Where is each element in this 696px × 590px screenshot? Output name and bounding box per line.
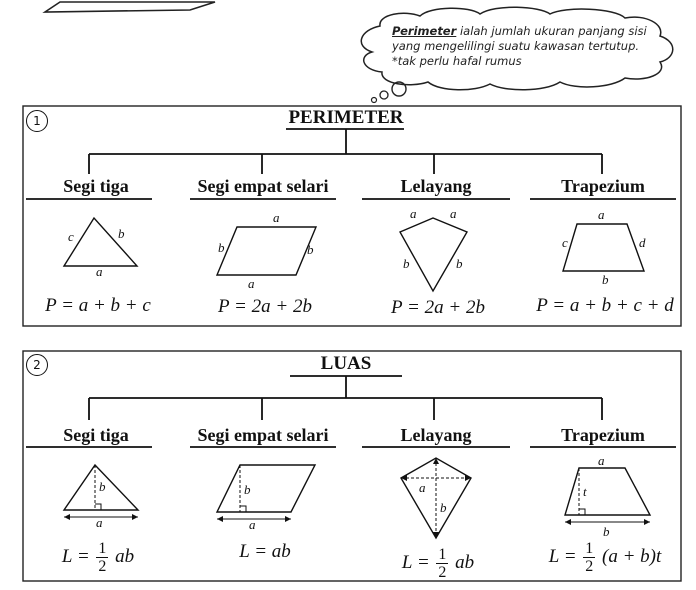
perimeter-parallelogram-label-b-right: b — [307, 242, 314, 257]
note-line2: yang mengelilingi suatu kawasan tertutup… — [392, 39, 640, 53]
area-formula-kite-lhs: L = — [401, 551, 430, 573]
fraction-numerator: 1 — [96, 540, 109, 558]
area-trapezium-label-b: b — [603, 524, 610, 539]
perimeter-formula-kite: P = 2a + 2b — [391, 297, 485, 318]
perimeter-panel-number: 1 — [26, 110, 48, 132]
area-parallelogram-label-a: a — [249, 517, 256, 532]
perimeter-title: PERIMETER — [288, 107, 404, 128]
perimeter-formula-triangle: P = a + b + c — [45, 295, 151, 316]
area-triangle-shape — [62, 463, 140, 520]
perimeter-kite-label-a-left: a — [410, 206, 417, 221]
perimeter-parallelogram-label-a-top: a — [273, 210, 280, 225]
area-name-triangle: Segi tiga — [63, 425, 129, 445]
perimeter-triangle-shape — [62, 216, 139, 267]
perimeter-parallelogram-shape — [215, 226, 318, 276]
perimeter-trapezium-label-c: c — [562, 235, 568, 250]
area-name-parallelogram: Segi empat selari — [197, 425, 329, 445]
area-triangle-label-a: a — [96, 515, 103, 530]
fraction-numerator: 1 — [583, 540, 596, 558]
perimeter-trapezium-label-d: d — [639, 235, 646, 250]
perimeter-name-kite: Lelayang — [400, 176, 472, 196]
area-formula-trapezium-lhs: L = — [548, 545, 577, 567]
area-formula-triangle-lhs: L = — [61, 545, 90, 567]
area-kite-label-b: b — [440, 500, 447, 515]
perimeter-trapezium-shape — [562, 223, 645, 272]
fraction-denominator: 2 — [438, 564, 447, 581]
perimeter-triangle-label-a: a — [96, 264, 103, 279]
area-formula-trapezium-rhs: (a + b)t — [602, 545, 662, 567]
perimeter-definition-note: Perimeter ialah jumlah ukuran panjang si… — [392, 24, 672, 69]
perimeter-kite-label-b-left: b — [403, 256, 410, 271]
perimeter-name-triangle: Segi tiga — [63, 176, 129, 196]
area-panel-number: 2 — [26, 354, 48, 376]
perimeter-formula-parallelogram: P = 2a + 2b — [218, 296, 312, 317]
perimeter-triangle-label-b: b — [118, 226, 125, 241]
partial-sketch — [42, 1, 216, 13]
area-trapezium-shape — [564, 467, 652, 525]
perimeter-kite-label-b-right: b — [456, 256, 463, 271]
area-panel-frame — [22, 350, 682, 582]
area-formula-triangle-rhs: ab — [115, 545, 135, 567]
perimeter-parallelogram-label-b-left: b — [218, 240, 225, 255]
area-formula-kite-rhs: ab — [455, 551, 475, 573]
cloud-bubble-medium — [379, 90, 389, 100]
fraction-denominator: 2 — [585, 558, 594, 575]
area-trapezium-label-t: t — [583, 484, 587, 499]
area-parallelogram-shape — [215, 464, 317, 522]
area-triangle-label-b: b — [99, 479, 106, 494]
area-formula-parallelogram: L = ab — [239, 541, 291, 562]
area-name-trapezium: Trapezium — [561, 425, 645, 445]
perimeter-formula-trapezium: P = a + b + c + d — [536, 295, 674, 316]
area-name-kite: Lelayang — [400, 425, 472, 445]
area-kite-label-a: a — [419, 480, 426, 495]
perimeter-trapezium-label-b: b — [602, 272, 609, 287]
perimeter-kite-shape — [399, 217, 469, 293]
perimeter-name-trapezium: Trapezium — [561, 176, 645, 196]
fraction-numerator: 1 — [436, 546, 449, 564]
perimeter-panel-frame — [22, 105, 682, 327]
note-line1: ialah jumlah ukuran panjang sisi — [456, 24, 647, 38]
area-kite-shape — [400, 457, 472, 540]
perimeter-name-parallelogram: Segi empat selari — [197, 176, 329, 196]
perimeter-parallelogram-label-a-bottom: a — [248, 276, 255, 291]
perimeter-kite-label-a-right: a — [450, 206, 457, 221]
area-title: LUAS — [320, 353, 372, 374]
thought-cloud — [360, 6, 674, 91]
area-parallelogram-label-b: b — [244, 482, 251, 497]
perimeter-trapezium-label-a: a — [598, 207, 605, 222]
area-trapezium-label-a: a — [598, 453, 605, 468]
perimeter-triangle-label-c: c — [68, 229, 74, 244]
fraction-denominator: 2 — [98, 558, 107, 575]
note-line3: *tak perlu hafal rumus — [392, 54, 522, 68]
cloud-bubble-large — [391, 81, 407, 97]
note-term: Perimeter — [392, 24, 457, 38]
cloud-bubble-small — [370, 96, 378, 104]
